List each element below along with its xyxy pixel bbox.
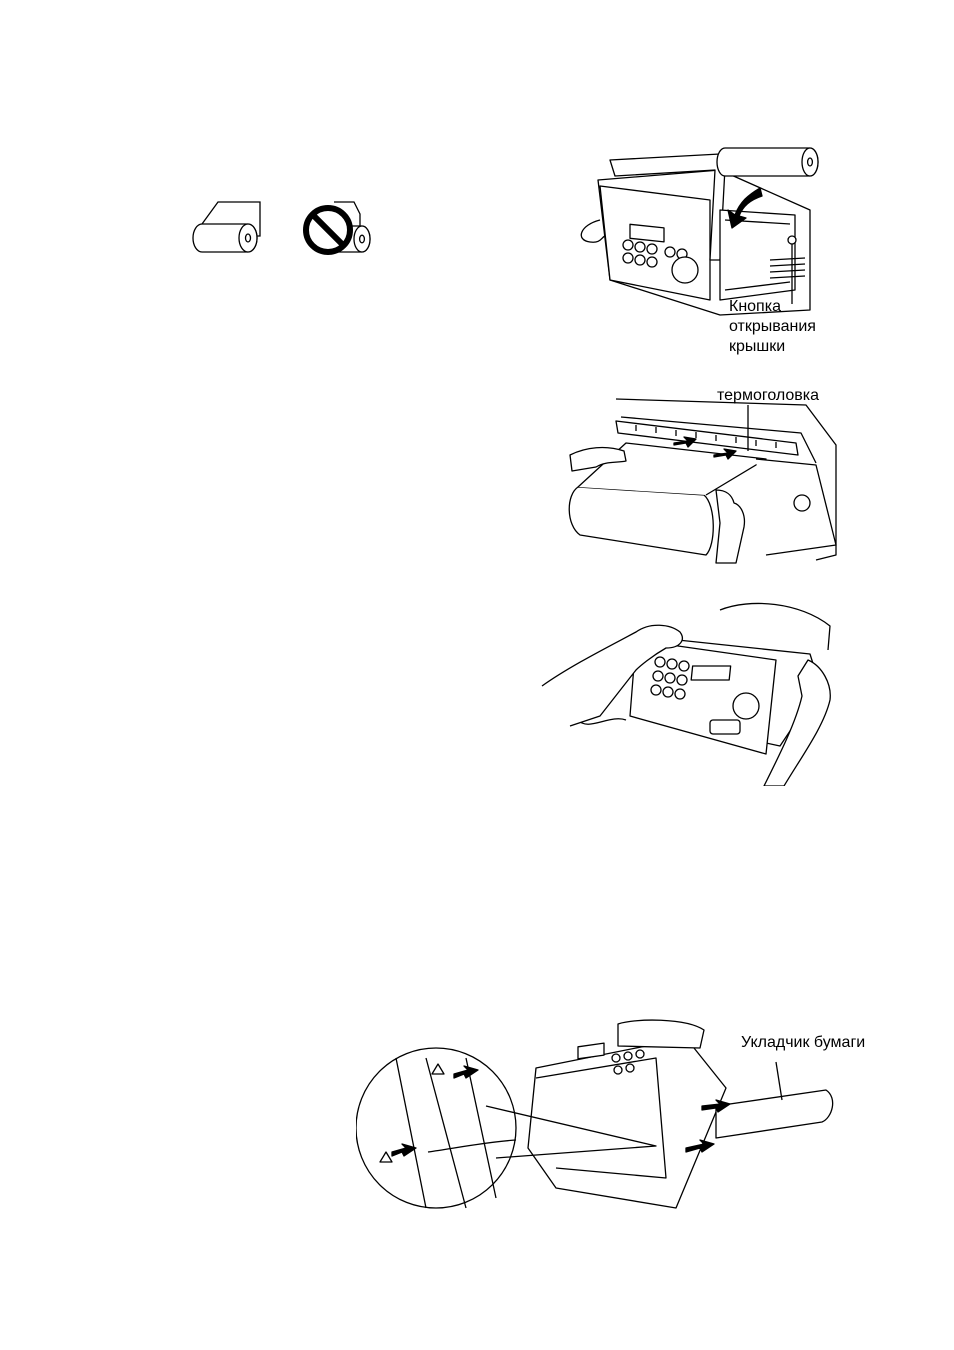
paper-stacker-label: Укладчик бумаги <box>741 1033 865 1052</box>
paper-roll-correct-icon <box>188 196 268 254</box>
paper-roll-wrong-icon <box>294 196 380 256</box>
cover-button-label-line-3: крышки <box>729 337 785 356</box>
fax-open-cover-illustration <box>570 140 840 320</box>
thermal-head-paper-illustration <box>566 395 846 565</box>
cover-button-label-line-2: открывания <box>729 317 816 336</box>
thermal-head-label: термоголовка <box>717 386 819 405</box>
cover-button-label-line-1: Кнопка <box>729 297 781 316</box>
prohibited-icon <box>306 208 350 252</box>
fax-closing-cover-illustration <box>540 596 836 786</box>
